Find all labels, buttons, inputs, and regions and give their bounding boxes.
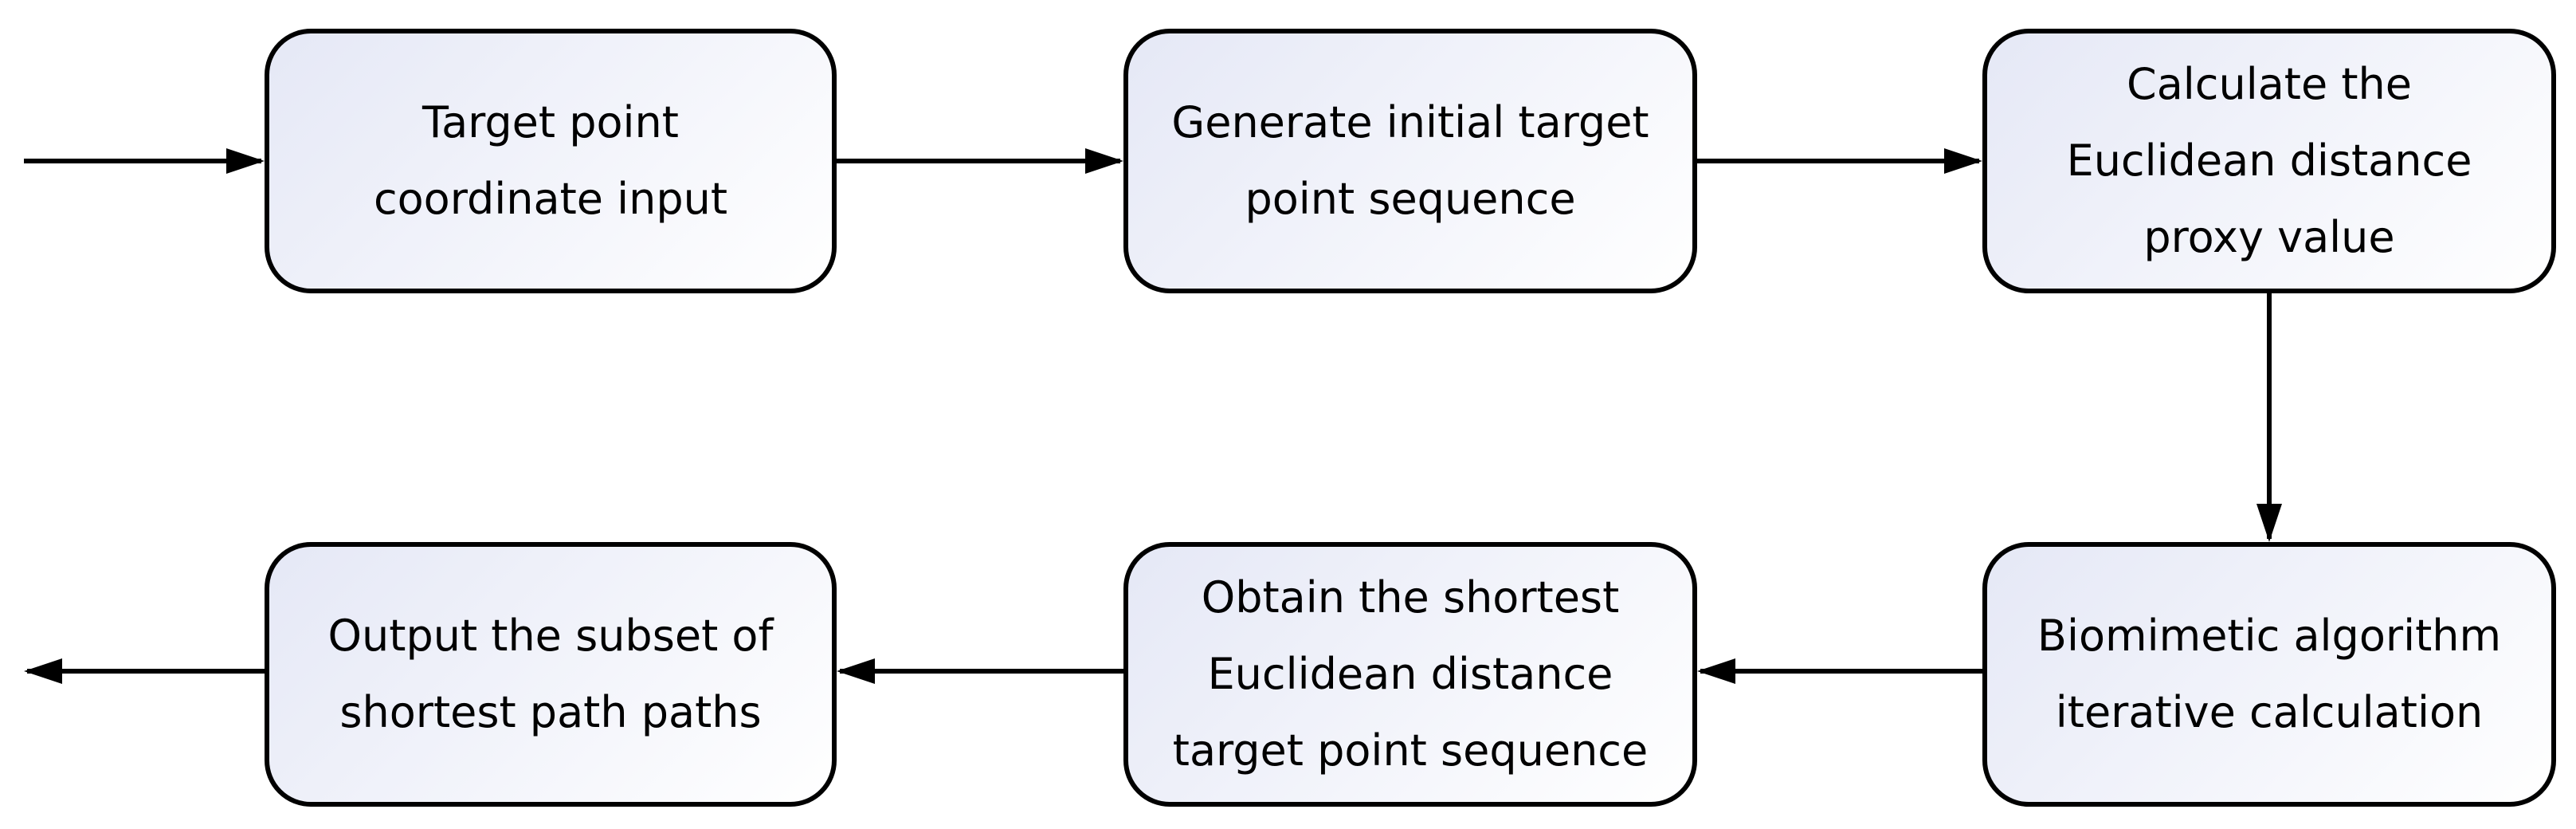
node-label: Generate initial target point sequence (1171, 97, 1649, 224)
node-target-point-input: Target point coordinate input (265, 29, 837, 293)
node-label: Biomimetic algorithm iterative calculati… (2037, 611, 2502, 737)
arrowhead-euclidean (1944, 148, 1982, 174)
node-output-subset: Output the subset of shortest path paths (265, 542, 837, 807)
node-euclidean-proxy: Calculate the Euclidean distance proxy v… (1982, 29, 2556, 293)
node-label: Obtain the shortest Euclidean distance t… (1172, 572, 1649, 776)
arrowhead-output (837, 658, 875, 684)
arrowhead-exit (24, 658, 62, 684)
arrowhead-biomimetic (2256, 504, 2282, 542)
node-biomimetic-calc: Biomimetic algorithm iterative calculati… (1982, 542, 2556, 807)
node-generate-sequence: Generate initial target point sequence (1123, 29, 1697, 293)
arrowhead-generate (1085, 148, 1123, 174)
node-label: Target point coordinate input (373, 97, 728, 224)
arrowhead-entry (226, 148, 265, 174)
node-label: Calculate the Euclidean distance proxy v… (2066, 59, 2472, 262)
arrowhead-shortest (1697, 658, 1735, 684)
node-label: Output the subset of shortest path paths (327, 611, 774, 737)
node-shortest-sequence: Obtain the shortest Euclidean distance t… (1123, 542, 1697, 807)
